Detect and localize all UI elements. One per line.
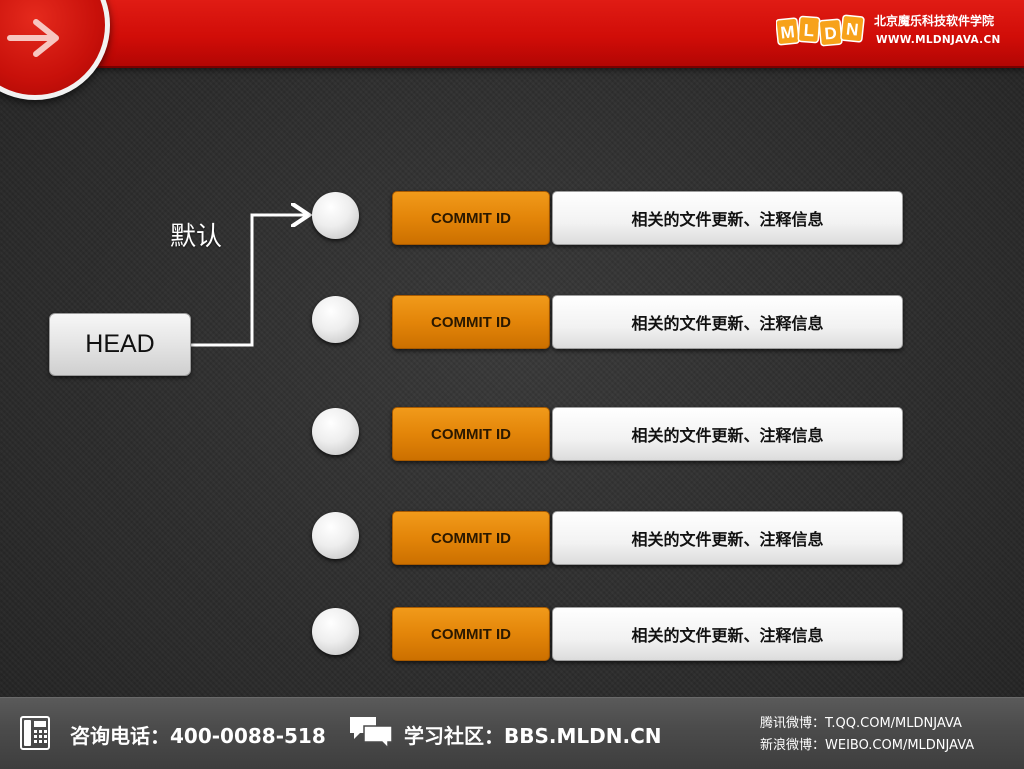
svg-text:L: L (803, 21, 815, 41)
logo-tiles: M L D N (776, 14, 865, 47)
commit-id-box: COMMIT ID (392, 295, 550, 349)
commit-node (312, 296, 359, 343)
commit-node (312, 512, 359, 559)
tencent-weibo-text[interactable]: 腾讯微博：T.QQ.COM/MLDNJAVA (760, 716, 962, 731)
default-label: 默认 (170, 222, 223, 252)
logo-tile-m: M (776, 17, 800, 46)
commit-node (312, 192, 359, 239)
phone-number-text: 咨询电话：400-0088-518 (70, 724, 326, 748)
commit-row: COMMIT ID 相关的文件更新、注释信息 (310, 404, 910, 464)
commit-row: COMMIT ID 相关的文件更新、注释信息 (310, 604, 910, 664)
logo-name: 北京魔乐科技软件学院 (874, 14, 995, 28)
commit-row: COMMIT ID 相关的文件更新、注释信息 (310, 188, 910, 248)
commit-id-box: COMMIT ID (392, 191, 550, 245)
logo-url: WWW.MLDNJAVA.CN (876, 34, 1001, 46)
commit-id-box: COMMIT ID (392, 607, 550, 661)
svg-text:N: N (845, 19, 859, 39)
logo-tile-l: L (797, 15, 821, 44)
top-bar: M L D N 北京魔乐科技软件学院 WWW.MLDNJAVA.CN (0, 0, 1024, 100)
chat-bubbles-icon (350, 717, 393, 750)
phone-icon (20, 716, 50, 750)
bbs-link-text[interactable]: 学习社区：BBS.MLDN.CN (404, 724, 662, 748)
commit-id-box: COMMIT ID (392, 407, 550, 461)
commit-info-box: 相关的文件更新、注释信息 (552, 295, 903, 349)
commit-info-box: 相关的文件更新、注释信息 (552, 191, 903, 245)
commit-info-box: 相关的文件更新、注释信息 (552, 407, 903, 461)
commit-info-box: 相关的文件更新、注释信息 (552, 511, 903, 565)
logo-tile-n: N (840, 14, 865, 43)
head-pointer: HEAD (49, 313, 191, 376)
commit-node (312, 408, 359, 455)
svg-text:D: D (824, 23, 838, 43)
sina-weibo-text[interactable]: 新浪微博：WEIBO.COM/MLDNJAVA (760, 738, 975, 753)
footer: 咨询电话：400-0088-518 学习社区：BBS.MLDN.CN 腾讯微博：… (0, 697, 1024, 769)
commit-id-box: COMMIT ID (392, 511, 550, 565)
arrow-right-icon (7, 19, 59, 57)
logo-tile-d: D (818, 18, 843, 47)
commit-row: COMMIT ID 相关的文件更新、注释信息 (310, 292, 910, 352)
commit-info-box: 相关的文件更新、注释信息 (552, 607, 903, 661)
commit-node (312, 608, 359, 655)
svg-text:M: M (780, 22, 796, 42)
commit-row: COMMIT ID 相关的文件更新、注释信息 (310, 508, 910, 568)
